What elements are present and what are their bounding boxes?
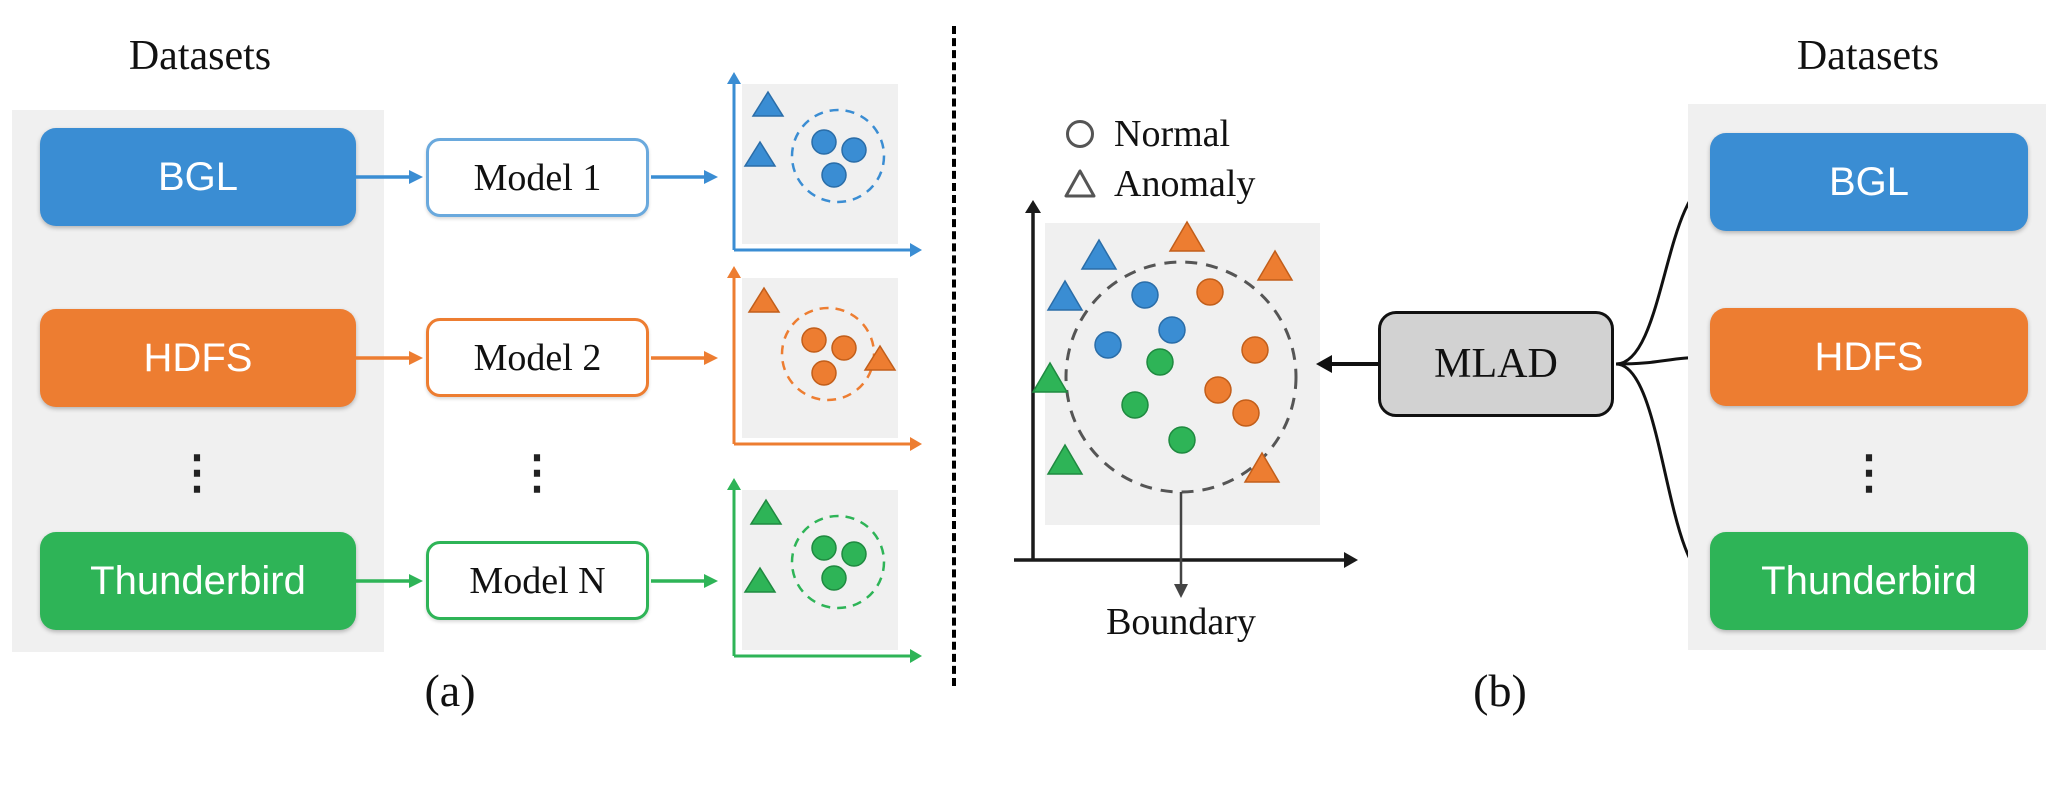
combined-scatter-plot	[1014, 200, 1358, 598]
normal-markers	[801, 327, 857, 386]
legend-anomaly-label: Anomaly	[1114, 163, 1256, 205]
arrow-mlad-to-plot	[1316, 355, 1378, 373]
arrow-head-icon	[409, 574, 423, 588]
decision-boundary-circle	[1064, 260, 1298, 494]
scatter-plot-modeln	[727, 478, 922, 663]
mlad-model-box: MLAD	[1378, 311, 1614, 417]
y-axis-arrow-icon	[727, 478, 741, 490]
dataset-box-hdfs-a: HDFS	[40, 309, 356, 407]
arrow-hdfs-to-model2	[356, 351, 423, 365]
panel-divider	[952, 26, 956, 686]
y-axis-arrow-icon	[727, 266, 741, 278]
arrow-head-icon	[704, 170, 718, 184]
anomaly-markers-thunderbird	[1031, 361, 1084, 475]
legend-normal: Normal	[1062, 112, 1230, 156]
arrow-thunderbird-to-modeln	[356, 574, 423, 588]
plot-axes	[732, 488, 910, 658]
arrow-modeln-to-plot	[651, 574, 718, 588]
model-box-2: Model 2	[426, 318, 649, 397]
normal-markers	[811, 129, 867, 188]
normal-circle-icon	[1066, 120, 1094, 148]
x-axis-arrow-icon	[910, 243, 922, 257]
arrow-bgl-to-model1	[356, 170, 423, 184]
arrow-head-icon	[1316, 355, 1332, 373]
x-axis-arrow-icon	[910, 649, 922, 663]
model-box-1: Model 1	[426, 138, 649, 217]
scatter-plot-model2	[727, 266, 922, 451]
dataset-box-bgl-b: BGL	[1710, 133, 2028, 231]
dataset-box-thunderbird-b: Thunderbird	[1710, 532, 2028, 630]
panel-b-datasets-title: Datasets	[1796, 33, 1940, 79]
normal-markers	[811, 535, 867, 591]
arrow-model2-to-plot	[651, 351, 718, 365]
anomaly-markers	[747, 286, 897, 371]
dataset-box-hdfs-b: HDFS	[1710, 308, 2028, 406]
dataset-box-thunderbird-a: Thunderbird	[40, 532, 356, 630]
arrow-head-icon	[704, 351, 718, 365]
x-axis-arrow-icon	[910, 437, 922, 451]
panel-b-caption: (b)	[1473, 665, 1527, 716]
cluster-boundary-circle	[790, 108, 886, 204]
dataset-box-bgl-a: BGL	[40, 128, 356, 226]
scatter-plot-model1	[727, 72, 922, 257]
anomaly-triangle-icon	[1064, 169, 1096, 198]
panel-a-datasets-title: Datasets	[128, 33, 272, 79]
arrow-head-icon	[409, 170, 423, 184]
arrow-head-icon	[409, 351, 423, 365]
x-axis-arrow-icon	[1344, 552, 1358, 568]
anomaly-markers	[743, 498, 783, 593]
plot-axes	[732, 276, 910, 446]
normal-markers-thunderbird	[1121, 348, 1196, 454]
cluster-boundary-circle	[780, 306, 876, 402]
plot-axes	[732, 82, 910, 252]
normal-markers-hdfs	[1196, 278, 1269, 427]
models-ellipsis-a: ⋮	[514, 447, 560, 498]
y-axis-arrow-icon	[1025, 200, 1041, 213]
datasets-ellipsis-a: ⋮	[174, 447, 220, 498]
legend-anomaly: Anomaly	[1062, 162, 1255, 206]
panel-a-caption: (a)	[424, 665, 476, 716]
y-axis-arrow-icon	[727, 72, 741, 84]
anomaly-markers-bgl	[1046, 238, 1118, 311]
boundary-arrow-icon	[1174, 584, 1188, 598]
anomaly-markers-hdfs	[1168, 220, 1294, 483]
datasets-ellipsis-b: ⋮	[1846, 447, 1892, 498]
boundary-label: Boundary	[1106, 601, 1256, 643]
model-box-n: Model N	[426, 541, 649, 620]
arrow-model1-to-plot	[651, 170, 718, 184]
cluster-boundary-circle	[790, 514, 886, 610]
legend-normal-label: Normal	[1114, 113, 1231, 155]
anomaly-markers	[743, 90, 785, 167]
arrow-head-icon	[704, 574, 718, 588]
normal-markers-bgl	[1094, 281, 1186, 359]
